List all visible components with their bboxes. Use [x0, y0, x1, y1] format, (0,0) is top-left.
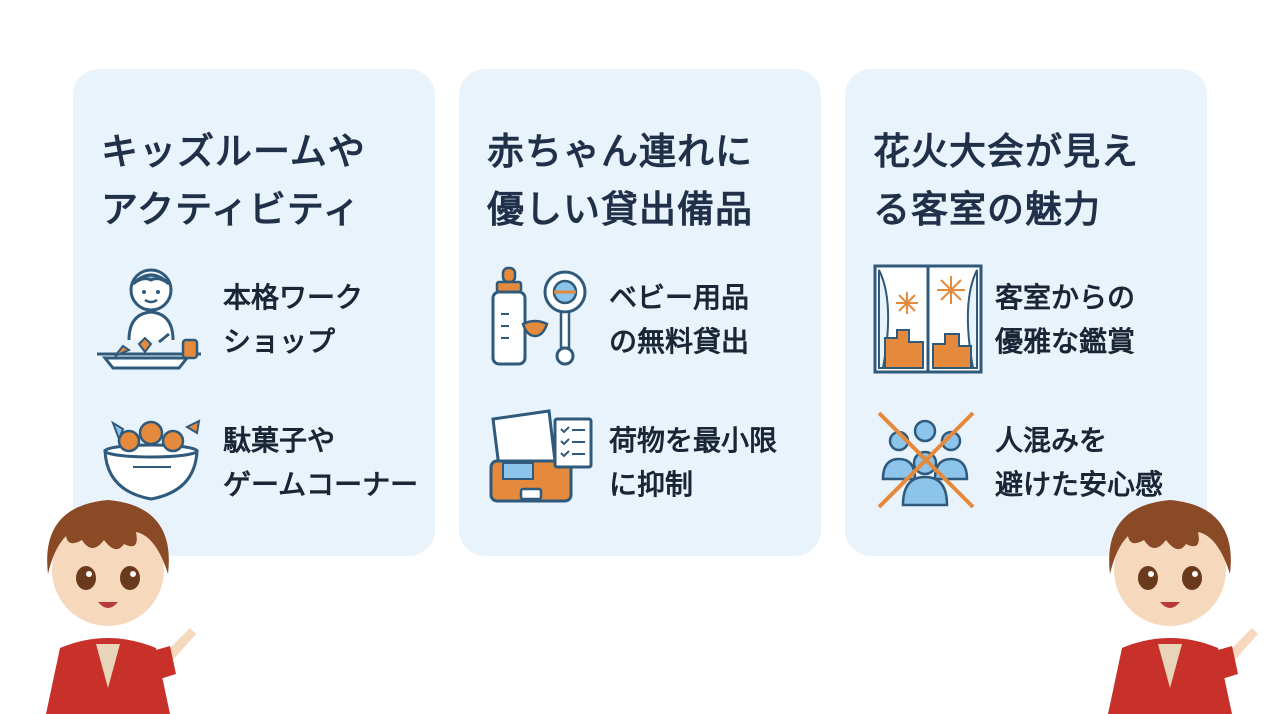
feature-workshop: 本格ワーク ショップ: [93, 262, 423, 382]
candy-bowl-icon: [93, 405, 213, 525]
mascot-right: [1082, 478, 1262, 714]
feature-candy-games: 駄菓子や ゲームコーナー: [93, 405, 423, 525]
feature-label: 荷物を最小限 に抑制: [609, 424, 778, 501]
feature-room-viewing: 客室からの 優雅な鑑賞: [865, 262, 1195, 382]
feature-label: 客室からの 優雅な鑑賞: [995, 281, 1136, 358]
card-fireworks-rooms: 花火大会が見え る客室の魅力 客室からの 優雅な鑑賞: [845, 69, 1207, 556]
feature-label: ベビー用品 の無料貸出: [609, 281, 750, 358]
feature-baby-goods: ベビー用品 の無料貸出: [479, 262, 809, 382]
child-craft-icon: [93, 262, 213, 382]
feature-minimal-luggage: 荷物を最小限 に抑制: [479, 405, 809, 525]
card-title: 花火大会が見え る客室の魅力: [873, 130, 1139, 231]
feature-avoid-crowds: 人混みを 避けた安心感: [865, 405, 1195, 525]
card-kids-activities: キッズルームや アクティビティ 本格ワーク ショップ: [73, 69, 435, 556]
suitcase-checklist-icon: [479, 405, 599, 525]
feature-label: 人混みを 避けた安心感: [995, 424, 1164, 501]
card-title: キッズルームや アクティビティ: [101, 130, 366, 231]
no-crowd-icon: [865, 405, 985, 525]
mascot-left: [20, 478, 200, 714]
baby-bottle-rattle-icon: [479, 262, 599, 382]
feature-label: 駄菓子や ゲームコーナー: [223, 424, 419, 501]
card-title: 赤ちゃん連れに 優しい貸出備品: [487, 130, 753, 231]
mascot-boy-pointing-icon: [46, 500, 196, 714]
window-fireworks-icon: [865, 262, 985, 382]
feature-label: 本格ワーク ショップ: [223, 281, 364, 358]
mascot-boy-pointing-icon: [1108, 500, 1258, 714]
card-baby-rentals: 赤ちゃん連れに 優しい貸出備品 ベビー用品 の無料貸出: [459, 69, 821, 556]
